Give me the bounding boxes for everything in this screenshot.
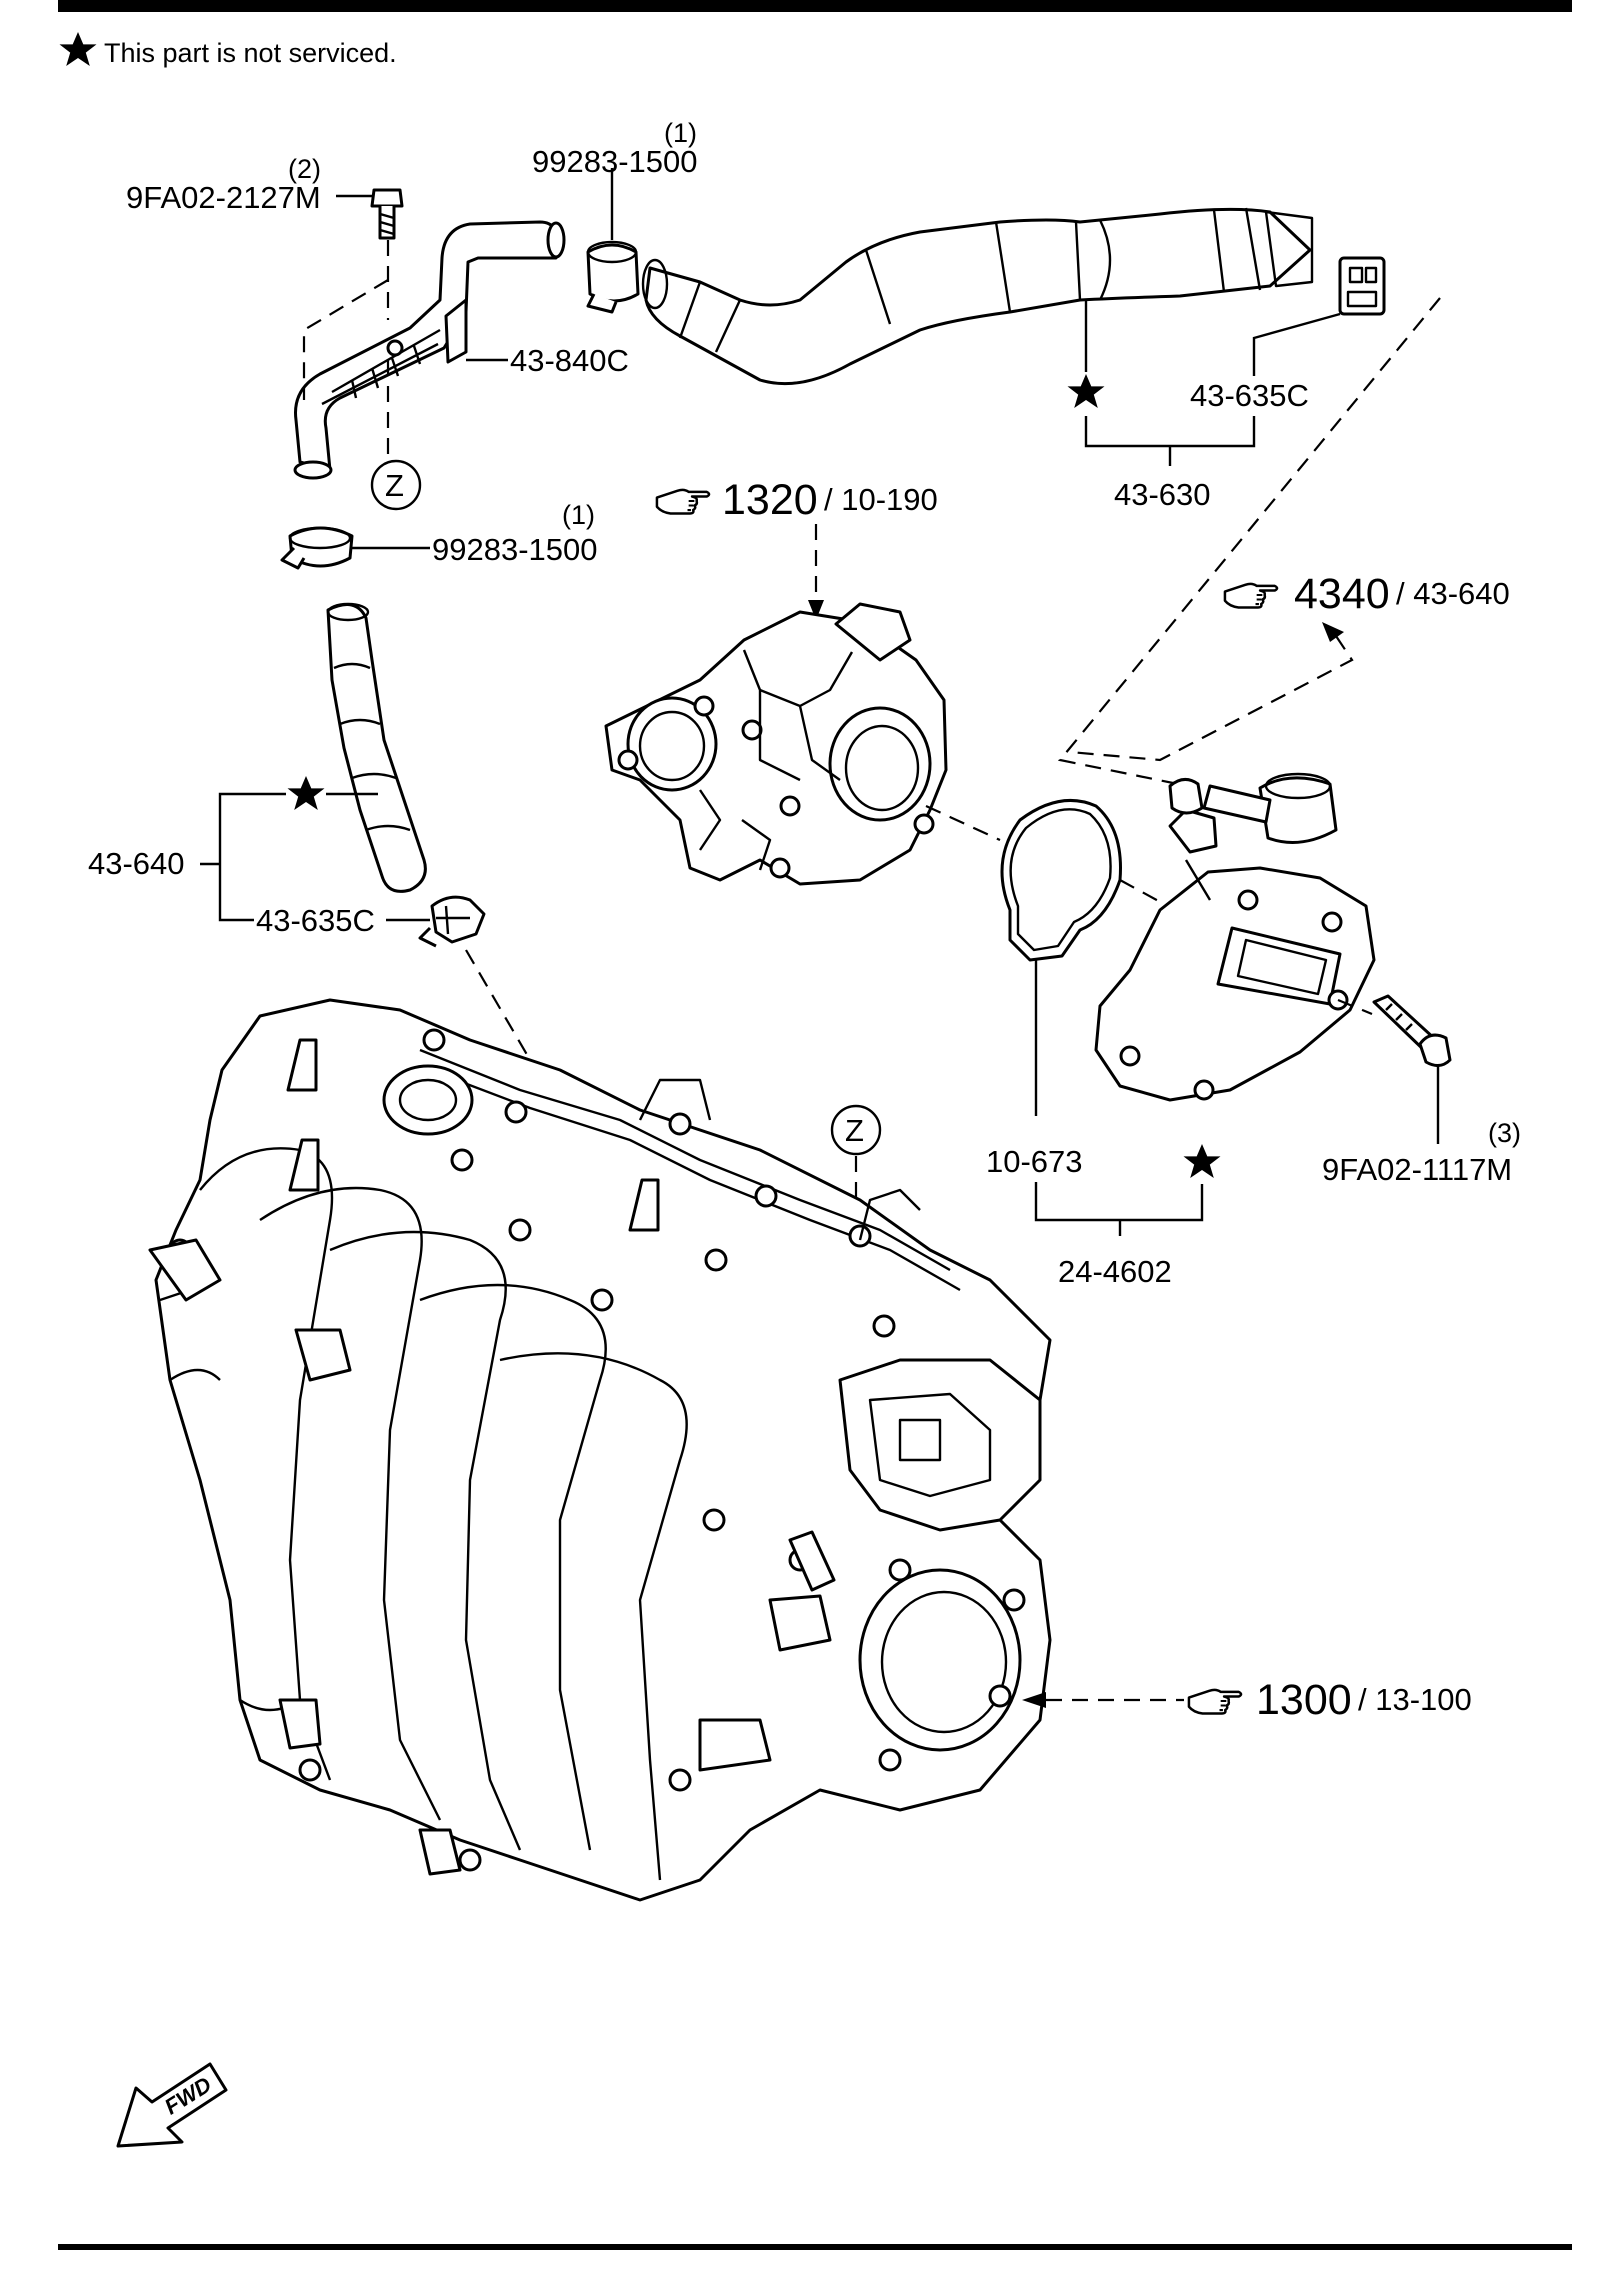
note-text: This part is not serviced. (104, 38, 397, 68)
bolt-upper-qty: (2) (288, 154, 321, 184)
bolt-upper-code: 9FA02-2127M (126, 180, 321, 215)
ref-4340-num: 4340 (1294, 570, 1390, 618)
fwd-arrow-icon: FWD (116, 2062, 228, 2148)
dash-throttle-gasket (925, 805, 1001, 841)
arrow-ref-4340 (1322, 622, 1344, 642)
gasket-10-673[interactable] (1000, 799, 1122, 962)
pointing-hand-icon (655, 488, 711, 515)
star-icon (287, 776, 325, 810)
vacuum-pump[interactable] (1094, 772, 1376, 1102)
clamp-lower-qty: (1) (562, 500, 595, 530)
star-icon (59, 32, 97, 66)
clamp-upper-code: 99283-1500 (532, 144, 698, 179)
clip-43-635c-upper[interactable] (1338, 256, 1386, 316)
star-icon (1183, 1144, 1221, 1178)
hose-43-630[interactable] (641, 207, 1314, 386)
clamp-99283-1500-lower[interactable] (280, 526, 354, 570)
bracket-24-4602 (1034, 1182, 1204, 1236)
pointing-hand-icon (1223, 582, 1279, 609)
bolt-lower-code: 9FA02-1117M (1322, 1152, 1512, 1187)
svg-text:Z: Z (845, 1113, 864, 1148)
bottom-border (58, 2244, 1572, 2250)
dash-pipe-upper (302, 279, 389, 400)
dash-ref-4340 (1057, 297, 1441, 786)
hose-assy-upper-code: 43-630 (1114, 477, 1211, 512)
bolt-9fa02-2127m[interactable] (370, 188, 404, 240)
gasket-code: 10-673 (986, 1144, 1083, 1179)
clamp-99283-1500-upper[interactable] (586, 240, 640, 314)
top-border (58, 0, 1572, 12)
hose-43-640[interactable] (326, 602, 427, 893)
ref-1320-num: 1320 (722, 476, 818, 524)
bracket-43-630 (1084, 416, 1256, 466)
svg-text:Z: Z (385, 468, 404, 503)
clamp-upper-qty: (1) (664, 118, 697, 148)
clip-43-635c-lower[interactable] (418, 895, 486, 948)
ref-1300-num: 1300 (1256, 1676, 1352, 1724)
star-icon (1067, 374, 1105, 408)
pipe-43-840c[interactable] (293, 220, 566, 480)
throttle-body[interactable] (604, 602, 948, 886)
clamp-lower-code: 99283-1500 (432, 532, 598, 567)
pipe-code: 43-840C (510, 343, 629, 378)
gasket-kit-code: 24-4602 (1058, 1254, 1172, 1289)
hose-assy-lower-code: 43-640 (88, 846, 185, 881)
ref-4340-page: / 43-640 (1396, 576, 1510, 611)
bolt-lower-qty: (3) (1488, 1118, 1521, 1148)
ref-1300-page: / 13-100 (1358, 1682, 1472, 1717)
bolt-9fa02-1117m[interactable] (1372, 994, 1452, 1067)
clip-lower-code: 43-635C (256, 903, 375, 938)
clip-upper-code: 43-635C (1190, 378, 1309, 413)
arrow-ref-1320 (808, 600, 824, 620)
z-marker-upper: Z (370, 459, 422, 511)
intake-manifold[interactable] (148, 998, 1052, 1902)
arrow-ref-1300 (1022, 1692, 1046, 1708)
z-marker-lower: Z (830, 1104, 882, 1156)
ref-1320-page: / 10-190 (824, 482, 938, 517)
pointing-hand-icon (1187, 1688, 1243, 1715)
dash-bolt-lower (1337, 998, 1373, 1016)
leader-clip-upper (1252, 312, 1341, 376)
bracket-43-640 (218, 792, 286, 922)
